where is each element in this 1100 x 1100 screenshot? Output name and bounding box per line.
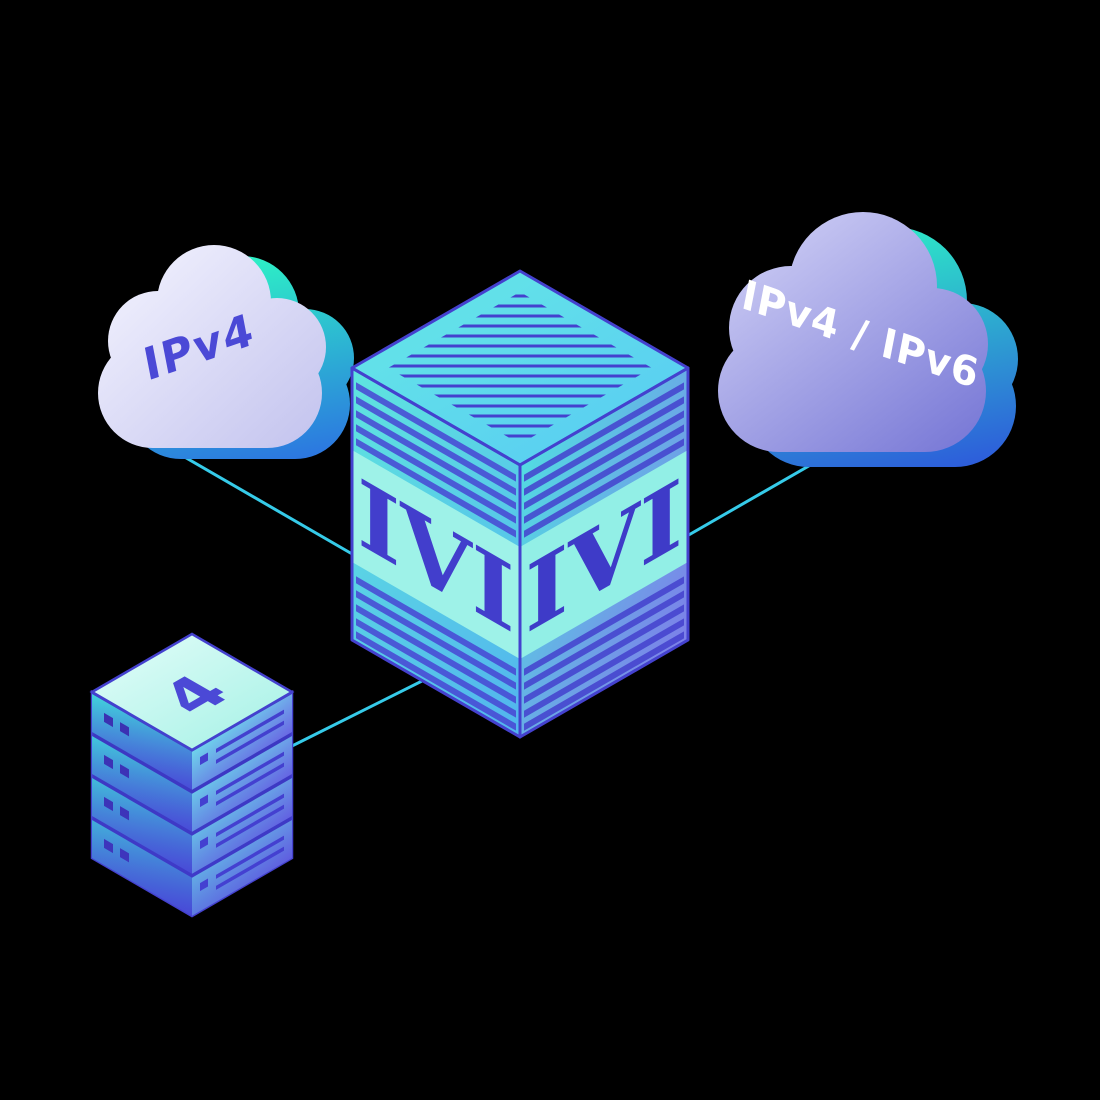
cube-right-face: IVI <box>520 368 688 737</box>
cube-left-face-band <box>352 450 520 659</box>
cube-right-face-band <box>520 450 688 659</box>
connector-server-stack-to-cube <box>271 666 449 758</box>
cube-right-face-bottom-vents <box>524 576 684 731</box>
server-stack-shading <box>92 692 292 916</box>
server-stack: 4 <box>89 632 295 918</box>
cube-right-face-top-vents <box>524 382 684 538</box>
cube-left-face-bottom-vents <box>356 576 516 731</box>
left-cloud: IPv4 <box>98 245 354 459</box>
ivi-cube: IVI IVI <box>350 269 690 739</box>
right-cloud: IPv4 / IPv6 <box>718 212 1018 467</box>
cube-edges <box>350 269 690 739</box>
cube-left-face-top-vents <box>356 382 516 538</box>
cube-left-face: IVI <box>352 368 520 737</box>
server-stack-top-face <box>89 632 295 752</box>
